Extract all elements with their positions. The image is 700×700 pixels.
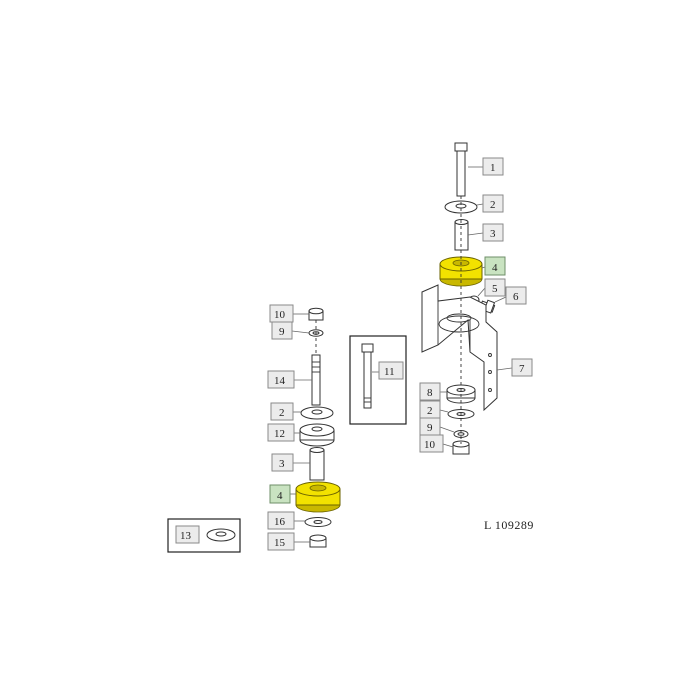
part-isolator-highlighted-left <box>295 481 341 513</box>
callout-2-left: 2 <box>279 407 285 419</box>
left-assembly <box>295 307 341 548</box>
left-callouts: 10 9 14 2 12 3 4 16 15 <box>267 304 312 551</box>
callout-16: 16 <box>274 516 286 528</box>
callout-8: 8 <box>427 387 433 399</box>
part-upper-isolator <box>299 423 335 447</box>
part-bolt <box>454 142 468 197</box>
callout-11: 11 <box>384 366 395 378</box>
right-callouts: 1 2 3 4 5 6 7 8 2 9 10 <box>419 157 533 453</box>
callout-4-left: 4 <box>277 490 283 502</box>
callout-5: 5 <box>492 283 498 295</box>
callout-15: 15 <box>274 537 286 549</box>
callout-1: 1 <box>490 162 496 174</box>
callout-9-left: 9 <box>279 326 285 338</box>
part-washer <box>444 200 478 214</box>
part-nut-15 <box>309 534 327 548</box>
callout-4: 4 <box>492 262 498 274</box>
callout-3: 3 <box>490 228 496 240</box>
callout-2-lower: 2 <box>427 405 433 417</box>
callout-7: 7 <box>519 363 525 375</box>
part-washer-left <box>300 406 334 420</box>
part-spacer-left <box>309 447 325 481</box>
reference-number: L 109289 <box>484 518 534 532</box>
right-assembly <box>421 142 498 455</box>
part-washer-16 <box>304 517 332 527</box>
callout-9: 9 <box>427 422 433 434</box>
part-spacer <box>454 219 469 251</box>
part-bracket <box>421 284 498 412</box>
inset-bolt-11: 11 <box>349 335 407 425</box>
part-long-bolt <box>311 354 321 406</box>
callout-13: 13 <box>180 530 192 542</box>
callout-14: 14 <box>274 375 286 387</box>
callout-12: 12 <box>274 428 285 440</box>
part-nut-top <box>308 307 324 321</box>
inset-washer-13: 13 <box>167 518 241 553</box>
callout-2: 2 <box>490 199 496 211</box>
callout-3-left: 3 <box>279 458 285 470</box>
callout-10: 10 <box>424 439 436 451</box>
callout-6: 6 <box>513 291 519 303</box>
callout-10-left: 10 <box>274 309 286 321</box>
